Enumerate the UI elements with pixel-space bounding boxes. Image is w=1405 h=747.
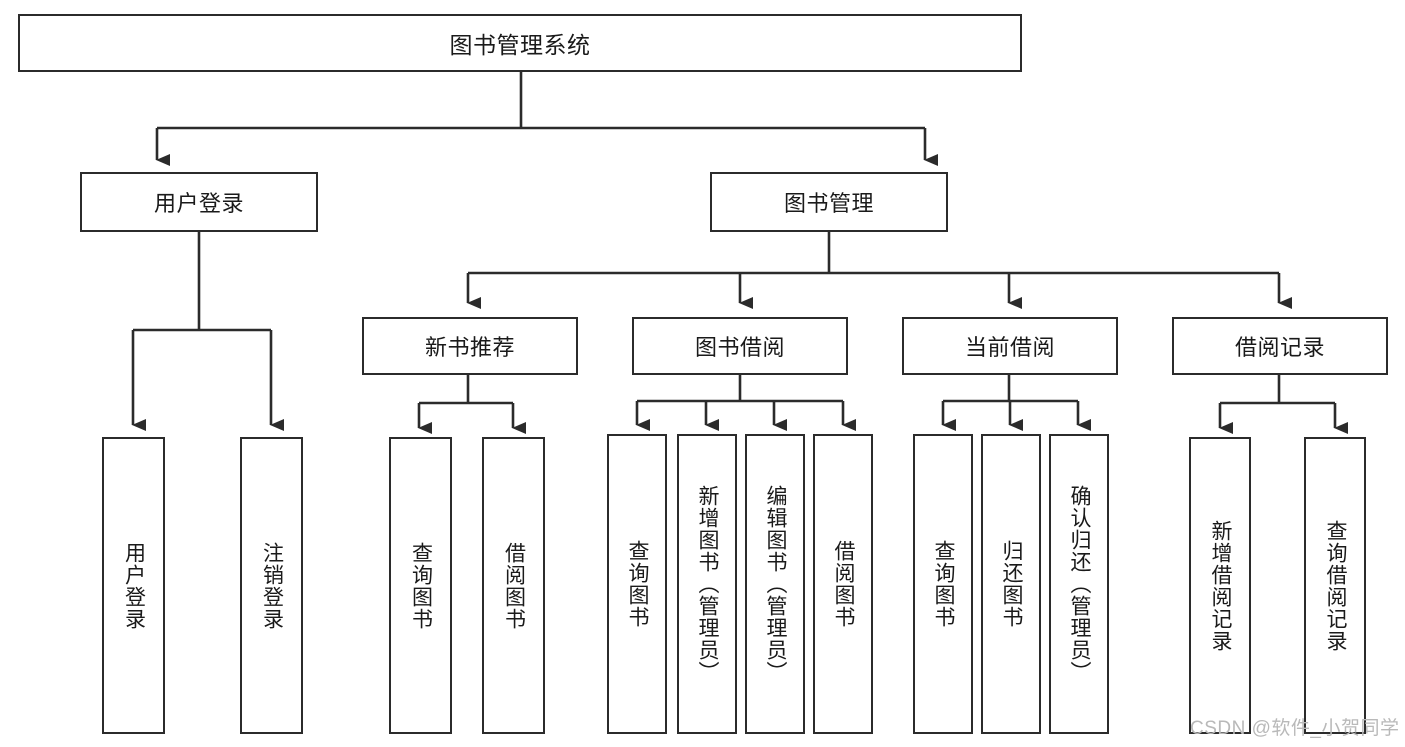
leaf-query-book-2[interactable]: 查询图书 — [607, 434, 667, 734]
leaf-logout-label: 注销登录 — [260, 541, 284, 630]
node-book-manage[interactable]: 图书管理 — [710, 172, 948, 232]
leaf-return-book[interactable]: 归还图书 — [981, 434, 1041, 734]
node-current-borrow[interactable]: 当前借阅 — [902, 317, 1118, 375]
leaf-borrow-book-1[interactable]: 借阅图书 — [482, 437, 545, 734]
node-root-label: 图书管理系统 — [449, 32, 591, 58]
node-user-login-label: 用户登录 — [153, 191, 244, 216]
node-book-borrow-label: 图书借阅 — [694, 335, 785, 360]
leaf-borrow-book-2[interactable]: 借阅图书 — [813, 434, 873, 734]
node-current-borrow-label: 当前借阅 — [964, 335, 1055, 360]
leaf-query-book-2-label: 查询图书 — [626, 540, 650, 628]
leaf-confirm-return[interactable]: 确认归还（管理员） — [1049, 434, 1109, 734]
leaf-query-record[interactable]: 查询借阅记录 — [1304, 437, 1366, 734]
node-book-manage-label: 图书管理 — [783, 191, 874, 216]
leaf-add-book[interactable]: 新增图书（管理员） — [677, 434, 737, 734]
leaf-user-login[interactable]: 用户登录 — [102, 437, 165, 734]
node-book-borrow[interactable]: 图书借阅 — [632, 317, 848, 375]
node-root[interactable]: 图书管理系统 — [18, 14, 1022, 72]
leaf-add-record-label: 新增借阅记录 — [1209, 519, 1233, 652]
leaf-edit-book-label: 编辑图书（管理员） — [764, 485, 788, 683]
leaf-borrow-book-1-label: 借阅图书 — [502, 541, 526, 630]
leaf-query-book-3[interactable]: 查询图书 — [913, 434, 973, 734]
watermark: CSDN @软件_小贺同学 — [1190, 718, 1400, 739]
leaf-confirm-return-label: 确认归还（管理员） — [1068, 485, 1092, 683]
leaf-add-book-label: 新增图书（管理员） — [696, 485, 720, 683]
leaf-query-book-3-label: 查询图书 — [932, 540, 956, 628]
node-borrow-record[interactable]: 借阅记录 — [1172, 317, 1388, 375]
leaf-borrow-book-2-label: 借阅图书 — [832, 540, 856, 628]
node-borrow-record-label: 借阅记录 — [1234, 335, 1325, 360]
node-new-book-recommend[interactable]: 新书推荐 — [362, 317, 578, 375]
leaf-add-record[interactable]: 新增借阅记录 — [1189, 437, 1251, 734]
leaf-query-book-1[interactable]: 查询图书 — [389, 437, 452, 734]
node-user-login[interactable]: 用户登录 — [80, 172, 318, 232]
leaf-logout[interactable]: 注销登录 — [240, 437, 303, 734]
leaf-query-record-label: 查询借阅记录 — [1324, 519, 1348, 652]
leaf-query-book-1-label: 查询图书 — [409, 541, 433, 630]
leaf-user-login-label: 用户登录 — [122, 541, 146, 630]
leaf-edit-book[interactable]: 编辑图书（管理员） — [745, 434, 805, 734]
node-new-book-recommend-label: 新书推荐 — [424, 335, 515, 360]
leaf-return-book-label: 归还图书 — [1000, 540, 1024, 628]
